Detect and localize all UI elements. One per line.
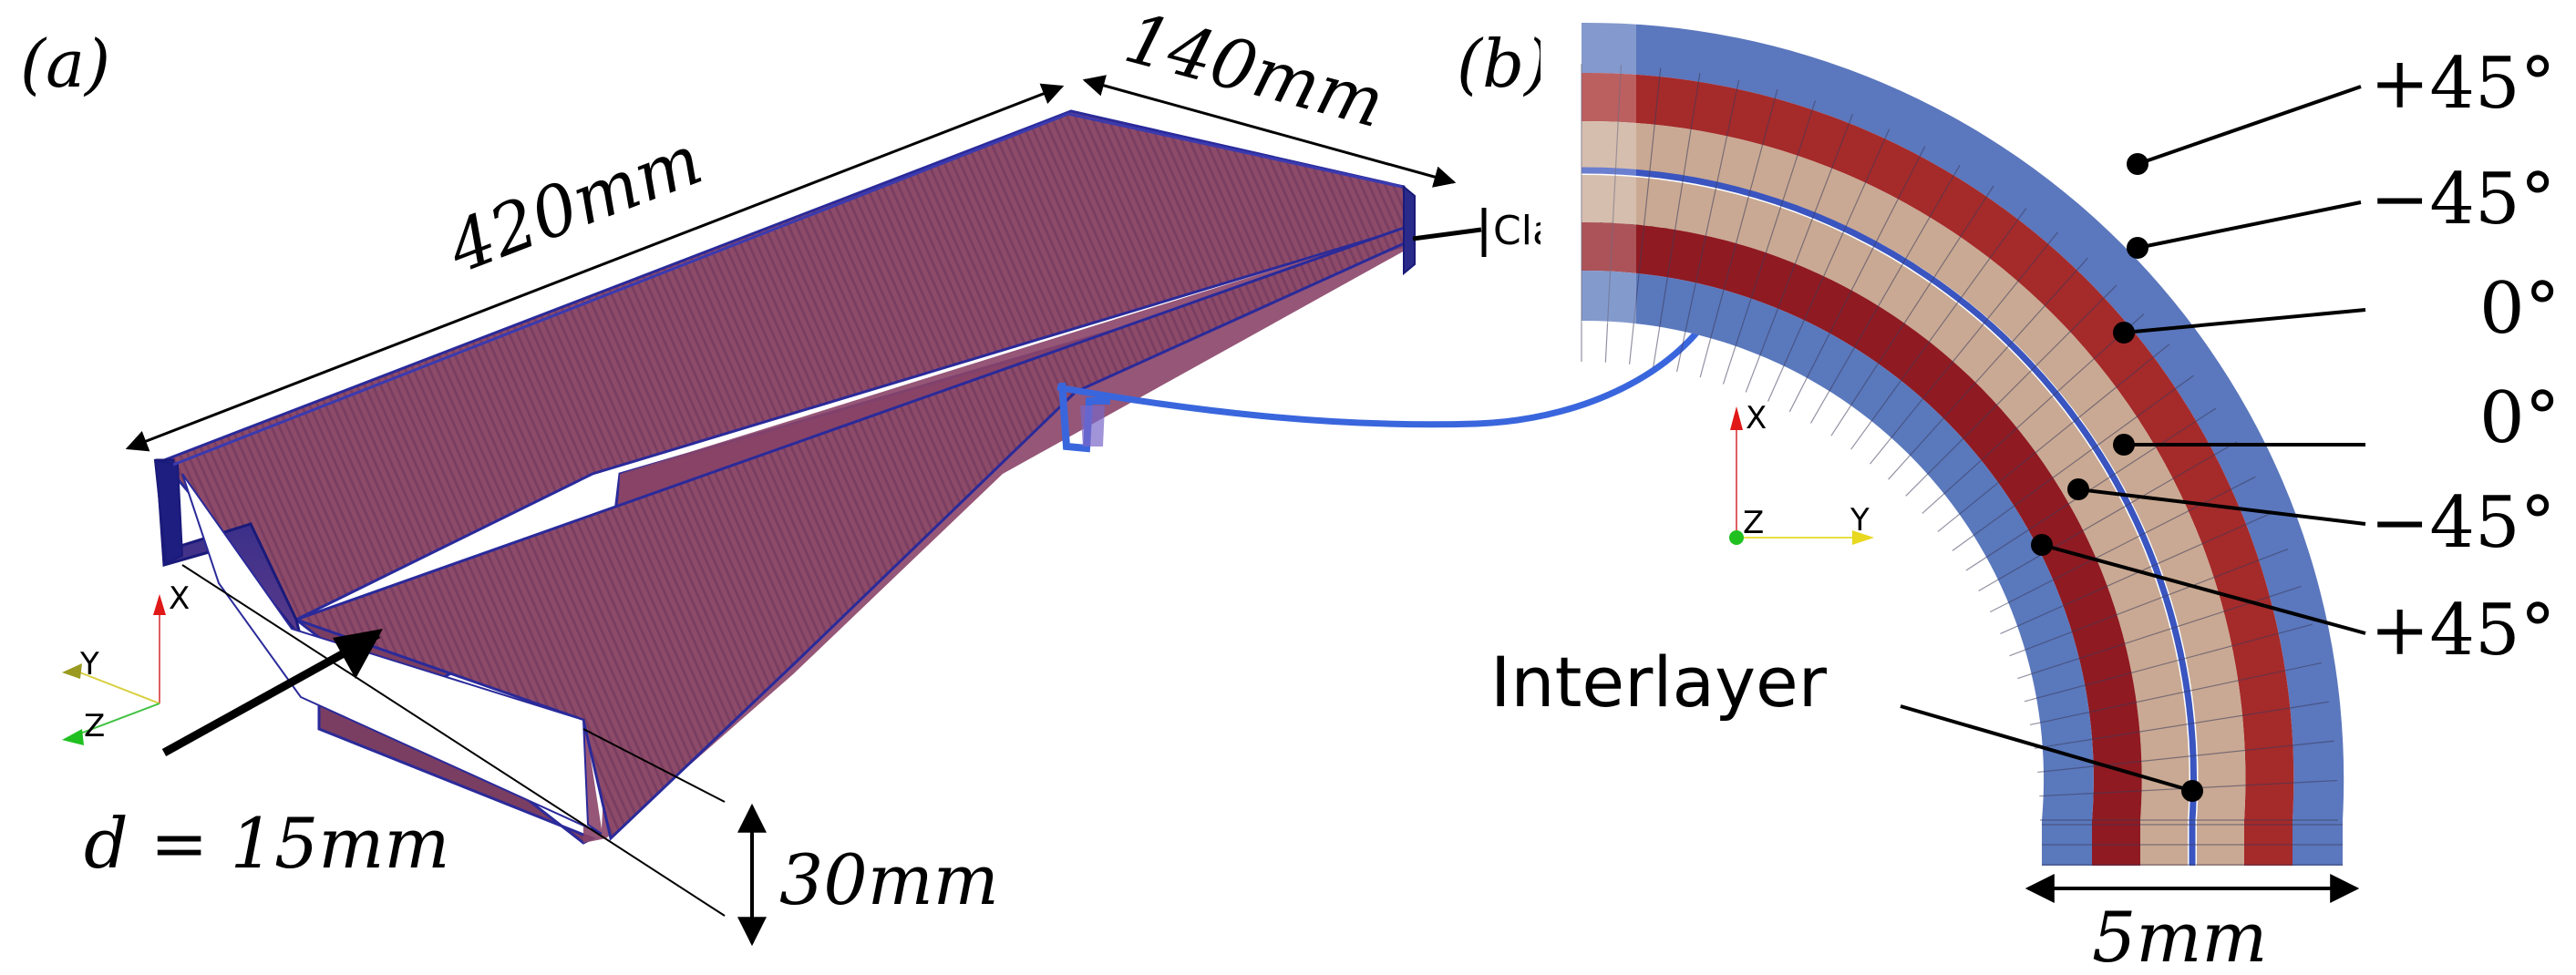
dimension-thickness: 5mm [2025, 874, 2360, 975]
mesh-radial-line [2034, 701, 2329, 749]
mesh-radial-line [1989, 476, 2256, 613]
beam-far-end [1403, 184, 1416, 276]
ply-label-2: −45° [2370, 159, 2556, 241]
mesh-radial-line [1888, 257, 2088, 480]
ply-label-1: +45° [2370, 43, 2556, 125]
interlayer-dot [2181, 780, 2203, 802]
ply-label-6: +45° [2370, 590, 2556, 672]
interlayer-line [1581, 167, 2198, 866]
mesh-radial-line [1830, 185, 1994, 436]
mesh-radial-line [1809, 164, 1961, 424]
mesh-radial-line [1675, 80, 1740, 373]
mesh-radial-line [1628, 67, 1662, 364]
panel-b-label: (b) [1457, 26, 1550, 102]
mesh-radial-line [2037, 740, 2334, 774]
ply-inner-plus45 [1582, 270, 2094, 866]
ply-inner-minus45 [1582, 221, 2142, 867]
blue-bracket [1058, 382, 1110, 453]
impact-label: d = 15mm [84, 803, 450, 884]
interlayer-label: Interlayer [1490, 641, 1828, 723]
mesh-radial-line [2029, 662, 2322, 726]
axis-triad-a: X Y Z [62, 580, 190, 745]
ply-label-5: −45° [2370, 482, 2556, 564]
mesh-radial-line [1952, 375, 2194, 551]
length-label: 420mm [437, 118, 713, 289]
mesh-radial-line [1850, 208, 2027, 450]
axis-b-z-label: Z [1743, 505, 1764, 541]
mesh-radial-line [2024, 623, 2313, 703]
mesh-radial-line [1788, 146, 1926, 413]
axis-a-y-label: Y [79, 646, 99, 682]
interlayer-leader [1900, 704, 2193, 793]
mesh-radial-line [1653, 73, 1701, 368]
ply-leader-dots [2031, 153, 2148, 556]
blue-curve [1056, 299, 1722, 428]
thickness-label: 5mm [2092, 897, 2268, 975]
panel-a: (a) 420mm 140mm [20, 0, 1722, 947]
mesh-radial-line [1937, 344, 2170, 532]
mesh-radial-line [2000, 511, 2273, 634]
mesh-radial-line [1722, 100, 1817, 385]
mesh-radial-line [1922, 313, 2145, 514]
ply-label-4: 0° [2479, 377, 2561, 459]
height-guide-line [582, 728, 726, 803]
impact-line [181, 564, 726, 917]
panel-a-label: (a) [20, 26, 110, 102]
hat-beam [153, 109, 1416, 845]
mesh-radial-line [1604, 65, 1623, 363]
mesh-radial-line [1978, 441, 2238, 592]
blue-load-path [1056, 299, 1722, 453]
mesh-radial-line [1699, 89, 1778, 378]
width-label: 140mm [1117, 0, 1392, 143]
dimension-height: 30mm [737, 803, 999, 947]
mesh-lines [1581, 64, 2343, 866]
ply-leaders [2041, 85, 2366, 635]
panel-b: (b) [1457, 0, 2561, 975]
axis-b-x-label: X [1746, 400, 1767, 436]
mesh-radial-line [1870, 231, 2058, 465]
impact-arrow [161, 629, 383, 756]
mesh-radial-line [2009, 548, 2289, 657]
mesh-radial-line [1767, 128, 1891, 402]
axis-a-x-label: X [169, 580, 190, 617]
axis-triad-b: X Y Z [1729, 400, 1874, 545]
axis-b-y-label: Y [1850, 502, 1870, 539]
laminate-section [1540, 0, 2344, 867]
axis-a-z-label: Z [84, 708, 105, 744]
height-label: 30mm [779, 839, 999, 920]
mesh-radial-line [1745, 113, 1854, 393]
ply-label-3: 0° [2479, 268, 2561, 350]
mesh-radial-line [1905, 284, 2117, 497]
beam-end-flange-left [153, 458, 184, 565]
